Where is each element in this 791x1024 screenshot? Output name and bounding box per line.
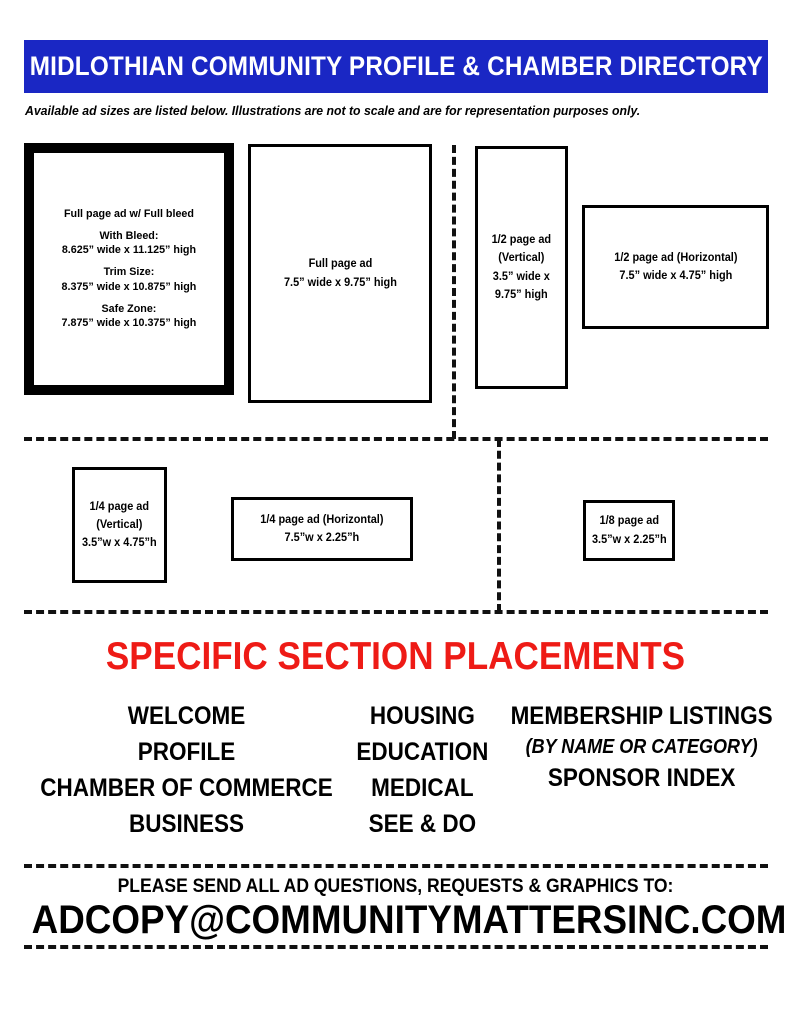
divider-dashed-footer-top bbox=[24, 864, 768, 868]
divider-dashed-horizontal-row1 bbox=[24, 437, 768, 441]
ad-box-quarter-page-vertical: 1/4 page ad(Vertical)3.5”w x 4.75”h bbox=[72, 467, 167, 583]
footer-email-address: ADCOPY@COMMUNITYMATTERSINC.COM bbox=[31, 898, 787, 942]
placement-item: SPONSOR INDEX bbox=[547, 764, 736, 793]
divider-dashed-vertical-upper bbox=[452, 145, 456, 439]
ad-box-label: 1/4 page ad (Horizontal)7.5”w x 2.25”h bbox=[260, 513, 384, 544]
placement-column-1: WELCOME PROFILE CHAMBER OF COMMERCE BUSI… bbox=[24, 698, 349, 842]
divider-dashed-footer-bottom bbox=[24, 945, 768, 949]
footer-instruction: PLEASE SEND ALL AD QUESTIONS, REQUESTS &… bbox=[117, 875, 674, 897]
subtitle-note: Available ad sizes are listed below. Ill… bbox=[25, 103, 641, 118]
placement-item: HOUSING bbox=[369, 702, 475, 730]
divider-dashed-vertical-lower bbox=[497, 439, 501, 612]
placement-item: EDUCATION bbox=[356, 738, 489, 766]
placement-item: MEMBERSHIP LISTINGS bbox=[510, 702, 773, 730]
placement-item: WELCOME bbox=[127, 702, 246, 730]
divider-dashed-horizontal-row2 bbox=[24, 610, 768, 614]
placement-item: BUSINESS bbox=[128, 810, 245, 838]
placement-item: CHAMBER OF COMMERCE bbox=[40, 774, 333, 802]
section-placements-columns: WELCOME PROFILE CHAMBER OF COMMERCE BUSI… bbox=[24, 698, 772, 842]
placement-item-subnote: (BY NAME OR CATEGORY) bbox=[525, 736, 758, 758]
placement-item: SEE & DO bbox=[368, 810, 477, 838]
placement-item: PROFILE bbox=[137, 738, 236, 766]
page-title: MIDLOTHIAN COMMUNITY PROFILE & CHAMBER D… bbox=[29, 51, 763, 81]
placement-column-3: MEMBERSHIP LISTINGS (BY NAME OR CATEGORY… bbox=[496, 698, 787, 796]
ad-box-half-page-horizontal: 1/2 page ad (Horizontal)7.5” wide x 4.75… bbox=[582, 205, 769, 329]
ad-box-label: 1/4 page ad(Vertical)3.5”w x 4.75”h bbox=[82, 500, 157, 550]
header-banner: MIDLOTHIAN COMMUNITY PROFILE & CHAMBER D… bbox=[24, 40, 768, 93]
section-placements-title: SPECIFIC SECTION PLACEMENTS bbox=[105, 635, 686, 678]
placement-column-2: HOUSING EDUCATION MEDICAL SEE & DO bbox=[349, 698, 496, 842]
ad-box-label: 1/2 page ad (Horizontal)7.5” wide x 4.75… bbox=[613, 251, 738, 282]
placement-item: MEDICAL bbox=[371, 774, 474, 802]
ad-box-quarter-page-horizontal: 1/4 page ad (Horizontal)7.5”w x 2.25”h bbox=[231, 497, 413, 561]
